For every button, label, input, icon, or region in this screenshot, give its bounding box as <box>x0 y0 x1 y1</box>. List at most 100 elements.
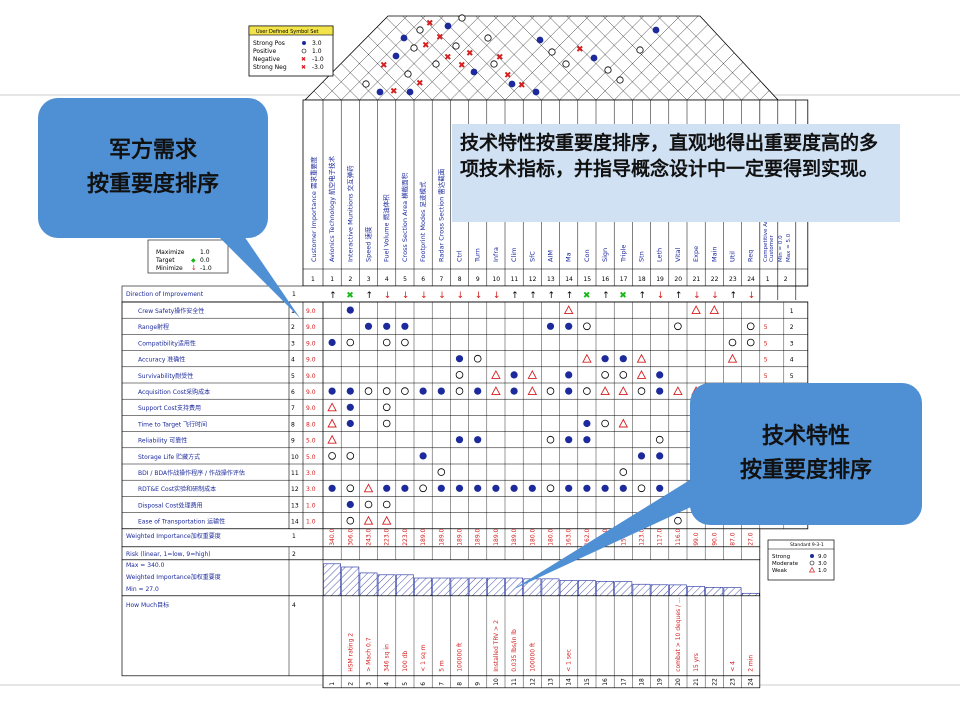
requirement-importance: 9.0 <box>306 340 316 347</box>
roof-diag <box>305 16 342 100</box>
competitive-value: 5 <box>764 340 768 347</box>
weak-relationship-icon <box>618 386 629 396</box>
legend-standard-title: Standard 9-3-1 <box>790 542 824 548</box>
strong-relationship-icon <box>383 484 391 492</box>
legend-standard-value: 1.0 <box>818 568 827 574</box>
competitive-row-number: 2 <box>790 324 794 331</box>
roof-diag <box>377 16 462 100</box>
header-imp-number: 1 <box>311 276 315 283</box>
weighted-importance-value: 189.0 <box>438 528 445 545</box>
weak-relationship-icon <box>527 386 538 396</box>
strong-relationship-icon <box>346 387 354 395</box>
roof-strong-positive-icon <box>470 68 478 76</box>
header-technical-characteristic: Ma <box>565 252 573 262</box>
bottom-column-number: 12 <box>529 678 536 686</box>
maximize-arrow-icon: ↑ <box>329 291 337 301</box>
roof-diag <box>486 16 571 100</box>
column-number: 24 <box>747 276 755 283</box>
requirement-number: 4 <box>291 357 295 364</box>
strong-relationship-icon <box>383 322 391 330</box>
legend-symbol-value: -1.0 <box>312 56 324 63</box>
header-technical-characteristic: Leth <box>656 248 664 262</box>
moderate-relationship-icon <box>601 371 609 379</box>
weak-relationship-icon <box>691 305 701 315</box>
moderate-relationship-icon <box>637 387 646 395</box>
requirement-number: 12 <box>291 486 299 493</box>
roof-diag <box>559 16 644 100</box>
header-technical-characteristic: Cross Section Area 横截面积 <box>400 172 409 262</box>
moderate-relationship-icon <box>346 452 355 460</box>
strong-relationship-icon <box>601 355 609 363</box>
moderate-relationship-icon <box>346 484 355 493</box>
moderate-relationship-icon <box>601 419 609 428</box>
roof-diag <box>384 16 469 100</box>
requirement-number: 8 <box>291 421 295 428</box>
moderate-relationship-icon <box>346 516 355 525</box>
header-technical-characteristic: Sign <box>601 248 609 262</box>
weighted-importance-value: 243.0 <box>366 528 373 545</box>
moderate-relationship-icon <box>455 371 464 379</box>
requirement-importance: 5.0 <box>306 454 316 461</box>
negative-icon: ✖ <box>301 56 306 63</box>
legend-symbol-title: User Defined Symbol Set <box>256 29 319 35</box>
minimize-arrow-icon: ↓ <box>420 291 428 301</box>
weak-relationship-icon <box>563 305 574 315</box>
weighted-row-number: 1 <box>292 533 296 540</box>
header-technical-characteristic: Avionics Technology 航空电子技术 <box>327 155 336 262</box>
requirement-label: Compatibility适用性 <box>138 339 196 347</box>
roof-outline <box>304 15 779 101</box>
bottom-column-number: 8 <box>457 682 464 686</box>
roof-diag <box>602 16 688 100</box>
strong-relationship-icon <box>474 387 482 395</box>
strong-relationship-icon <box>346 306 354 314</box>
strong-relationship-icon <box>565 436 573 444</box>
maximize-arrow-icon: ↑ <box>548 291 556 301</box>
header-technical-characteristic: Speed 速度 <box>364 226 373 262</box>
header-technical-characteristic: Fuel Volume 燃油体积 <box>382 194 391 262</box>
moderate-relationship-icon <box>382 403 391 412</box>
how-much-target: 0.035 lbs/in lb <box>511 629 518 672</box>
target-icon: ✖ <box>346 291 354 301</box>
header-competitive-analysis: Customer <box>769 235 775 262</box>
requirement-importance: 9.0 <box>306 308 316 315</box>
maximize-arrow-icon: ↑ <box>639 291 647 301</box>
explanation-textbox: 技术特性按重要度排序，直观地得出重要度高的多项技术指标，并指导概念设计中一定要得… <box>452 124 900 222</box>
how-much-target: > Mach 0.7 <box>366 637 373 672</box>
strong-relationship-icon <box>601 484 609 492</box>
bottom-column-number: 15 <box>584 678 591 686</box>
roof-positive-icon <box>604 66 612 74</box>
requirement-importance: 3.0 <box>306 486 316 493</box>
header-technical-characteristic: Main <box>710 246 718 262</box>
column-number: 19 <box>656 276 664 283</box>
moderate-relationship-icon <box>346 338 355 347</box>
column-number: 21 <box>693 276 701 283</box>
roof-positive-icon <box>490 60 498 68</box>
weak-relationship-icon <box>618 418 629 428</box>
header-right-number: 2 <box>784 276 788 283</box>
how-much-target: Installed TRV > 2 <box>493 620 500 672</box>
weighted-importance-bar <box>432 577 451 597</box>
weighted-importance-value: 223.0 <box>384 528 391 545</box>
requirement-label: Crew Safety操作安全性 <box>138 307 204 315</box>
weighted-importance-value: 180.0 <box>529 528 536 545</box>
column-number: 14 <box>565 276 573 283</box>
how-much-target: HSM rating 2 <box>347 633 354 672</box>
column-number: 10 <box>492 276 500 283</box>
weighted-importance-bar <box>723 587 742 597</box>
maximize-arrow-icon: ↑ <box>730 291 738 301</box>
moderate-relationship-icon <box>583 322 591 331</box>
legend-symbol-value: -3.0 <box>312 64 324 71</box>
legend-standard-box <box>767 539 835 581</box>
weighted-importance-bar <box>359 572 378 597</box>
requirement-importance: 9.0 <box>306 373 316 380</box>
how-much-number: 4 <box>292 602 296 609</box>
header-technical-characteristic: Req <box>747 250 755 262</box>
requirement-number: 14 <box>291 519 299 526</box>
weak-relationship-icon <box>727 353 738 363</box>
legend-standard-value: 9.0 <box>818 554 827 560</box>
weak-relationship-icon <box>582 353 592 363</box>
header-technical-characteristic: Expe <box>692 246 700 262</box>
weighted-row-label: Weighted Importance加权重要度 <box>126 532 221 540</box>
column-number: 4 <box>385 276 389 283</box>
